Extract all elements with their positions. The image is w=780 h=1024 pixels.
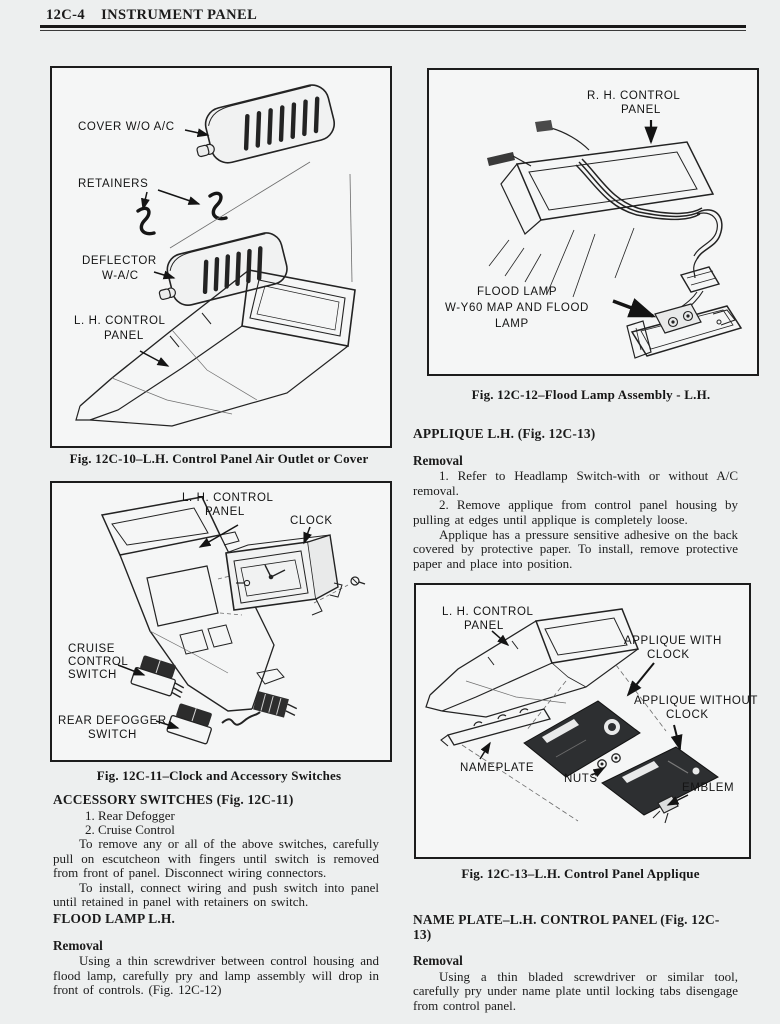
figure-12c-12-caption: Fig. 12C-12–Flood Lamp Assembly - L.H. — [471, 387, 711, 402]
body-paragraph: To remove any or all of the above switch… — [53, 836, 379, 881]
figure-12c-12-drawing — [487, 120, 753, 370]
clock-drawing — [226, 535, 342, 615]
figure-12c-13-drawing — [416, 585, 745, 853]
figure-12c-12: R. H. CONTROL PANEL FLOOD LAMP W-Y60 MAP… — [427, 68, 759, 376]
page-number: 12C-4 — [46, 7, 86, 23]
assembly-axis-line — [350, 174, 352, 282]
figure-label-lh-panel-line1: L. H. CONTROL — [182, 492, 274, 504]
section-applique: APPLIQUE L.H. (Fig. 12C-13) Removal 1. R… — [413, 426, 738, 571]
body-paragraph: To install, connect wiring and push swit… — [53, 879, 379, 910]
figure-12c-10-caption: Fig. 12C-10–L.H. Control Panel Air Outle… — [69, 451, 369, 466]
figure-label-rh-panel-line1: R. H. CONTROL — [587, 90, 681, 102]
list-item: 2. Cruise Control — [85, 821, 175, 837]
figure-label-applique-without-line2: CLOCK — [666, 709, 709, 721]
applique-with-clock-drawing — [524, 701, 640, 777]
retainer-clip-lower — [138, 208, 154, 233]
figure-label-lh-panel-line2: PANEL — [205, 506, 245, 518]
figure-label-clock: CLOCK — [290, 515, 333, 527]
figure-label-lh-panel-line1: L. H. CONTROL — [74, 315, 166, 327]
section-heading: FLOOD LAMP L.H. — [53, 911, 176, 926]
figure-label-applique-without-line1: APPLIQUE WITHOUT — [634, 695, 758, 707]
assembly-axis-line — [170, 162, 310, 248]
body-paragraph: 1. Refer to Headlamp Switch-with or with… — [413, 468, 738, 498]
header-rule-thick — [40, 25, 746, 28]
figure-label-nameplate: NAMEPLATE — [460, 762, 535, 774]
label-arrows — [140, 128, 210, 367]
figure-label-cruise-line1: CRUISE — [68, 643, 116, 655]
deflector-vent-drawing — [151, 230, 290, 312]
figure-label-retainers: RETAINERS — [78, 178, 149, 190]
retainer-clip-upper — [210, 193, 226, 218]
cover-vent-drawing — [188, 82, 337, 170]
figure-12c-13-caption: Fig. 12C-13–L.H. Control Panel Applique — [461, 866, 700, 881]
figure-12c-10: COVER W/O A/C RETAINERS DEFLECTOR W-A/C … — [50, 66, 392, 448]
control-panel-drawing — [426, 609, 638, 717]
flood-lamp-drawing — [627, 304, 741, 358]
figure-12c-11-drawing — [52, 483, 386, 756]
body-paragraph: Using a thin screwdriver between control… — [53, 953, 379, 998]
assembly-axis-lines — [462, 665, 666, 821]
section-accessory-switches: ACCESSORY SWITCHES (Fig. 12C-11) 1. Rear… — [53, 792, 379, 910]
cruise-switch-drawing — [131, 655, 190, 700]
body-paragraph: 2. Remove applique from control panel ho… — [413, 497, 738, 527]
applique-without-clock-drawing — [602, 747, 718, 815]
figure-label-defogger-line1: REAR DEFOGGER — [58, 715, 167, 727]
section-name-plate: NAME PLATE–L.H. CONTROL PANEL (Fig. 12C-… — [413, 912, 738, 1014]
figure-12c-11: L. H. CONTROL PANEL CLOCK CRUISE CONTROL… — [50, 481, 392, 762]
figure-label-cruise-line2: CONTROL — [68, 656, 129, 668]
figure-label-flood-line2: W-Y60 MAP AND FLOOD — [445, 302, 589, 314]
connector-drawing — [253, 691, 298, 718]
section-heading: APPLIQUE L.H. (Fig. 12C-13) — [413, 426, 596, 441]
rh-panel-drawing — [487, 142, 713, 297]
body-paragraph: Using a thin bladed screwdriver or simil… — [413, 968, 738, 1013]
figure-12c-13: L. H. CONTROL PANEL APPLIQUE WITH CLOCK … — [414, 583, 757, 859]
page-title: INSTRUMENT PANEL — [101, 7, 258, 23]
label-arrows — [118, 525, 312, 730]
figure-label-flood-line1: FLOOD LAMP — [477, 286, 558, 298]
section-subheading: Removal — [413, 953, 463, 969]
figure-label-nuts: NUTS — [564, 773, 598, 785]
figure-label-lh-panel-line2: PANEL — [464, 620, 504, 632]
screw-drawing — [351, 577, 365, 585]
section-heading: ACCESSORY SWITCHES (Fig. 12C-11) — [53, 792, 294, 807]
figure-label-lh-panel-line1: L. H. CONTROL — [442, 606, 534, 618]
label-arrows — [613, 120, 658, 316]
nameplate-drawing — [441, 709, 550, 746]
figure-label-applique-with-line1: APPLIQUE WITH — [624, 635, 722, 647]
header-rule-thin — [40, 30, 746, 31]
figure-label-defogger-line2: SWITCH — [88, 729, 137, 741]
list-item: 1. Rear Defogger — [85, 807, 175, 823]
wiring-harness-drawing — [535, 120, 722, 278]
section-subheading: Removal — [413, 452, 463, 468]
defogger-switch-drawing — [167, 703, 217, 744]
figure-12c-11-caption: Fig. 12C-11–Clock and Accessory Switches — [96, 768, 342, 783]
figure-label-emblem: EMBLEM — [682, 782, 735, 794]
figure-label-cover: COVER W/O A/C — [78, 121, 175, 133]
figure-label-applique-with-line2: CLOCK — [647, 649, 690, 661]
page-header: 12C-4 INSTRUMENT PANEL — [46, 7, 257, 24]
figure-label-rh-panel-line2: PANEL — [621, 104, 661, 116]
switch-wiring — [222, 712, 260, 725]
section-subheading: Removal — [53, 937, 103, 953]
figure-label-deflector-line1: DEFLECTOR — [82, 255, 157, 267]
assembly-axis-lines — [218, 573, 348, 615]
body-paragraph: Applique has a pressure sensitive adhesi… — [413, 526, 738, 571]
figure-label-flood-line3: LAMP — [495, 318, 529, 330]
section-heading: NAME PLATE–L.H. CONTROL PANEL (Fig. 12C-… — [413, 912, 720, 942]
figure-label-cruise-line3: SWITCH — [68, 669, 117, 681]
control-panel-drawing — [76, 270, 355, 426]
label-arrows — [480, 631, 688, 806]
figure-12c-10-drawing — [52, 68, 386, 442]
figure-label-deflector-line2: W-A/C — [102, 270, 139, 282]
section-flood-lamp: FLOOD LAMP L.H. Removal Using a thin scr… — [53, 911, 379, 998]
figure-label-lh-panel-line2: PANEL — [104, 330, 144, 342]
